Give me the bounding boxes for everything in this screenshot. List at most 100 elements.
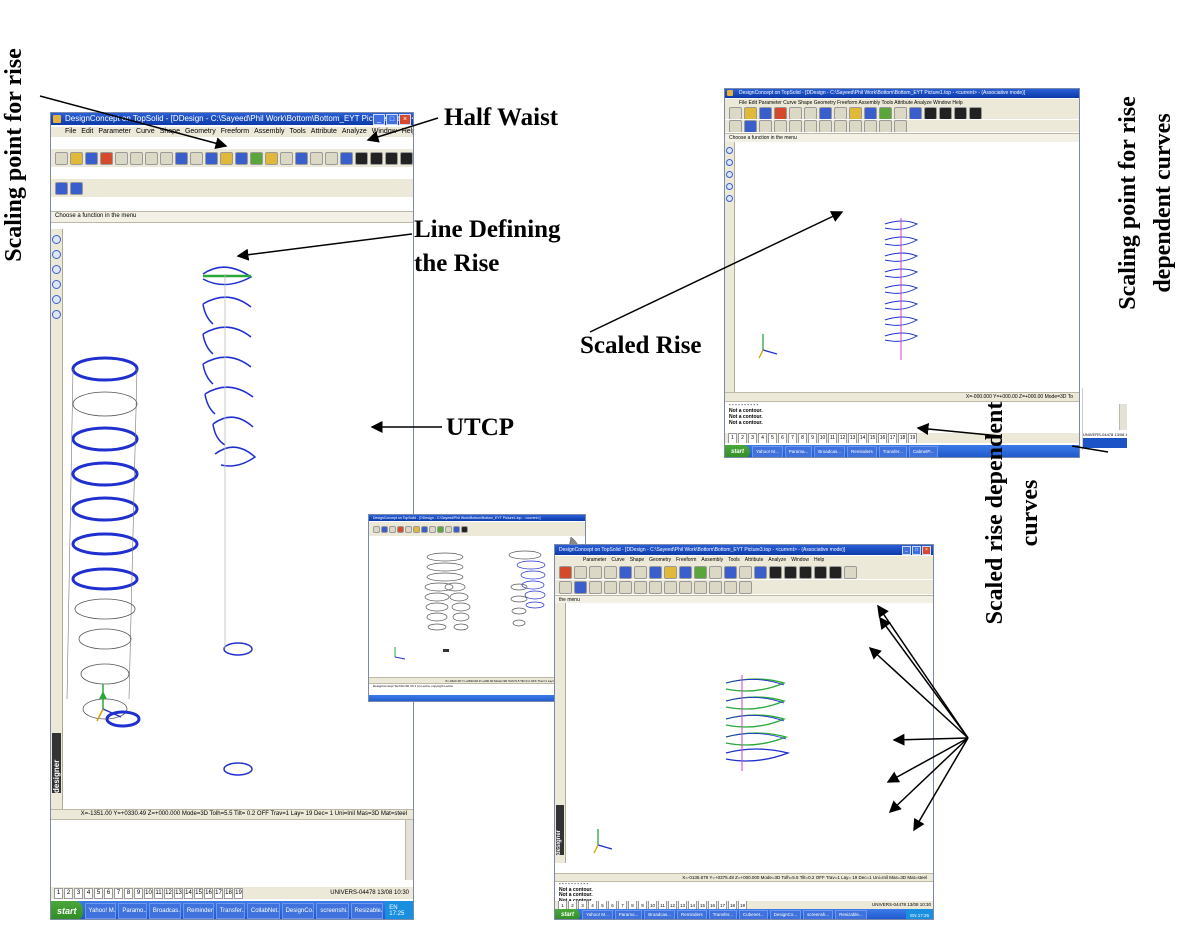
tool-icon[interactable] xyxy=(619,580,632,594)
tool-icon[interactable] xyxy=(894,120,907,132)
shade-icon[interactable] xyxy=(679,565,692,579)
tool-icon[interactable] xyxy=(429,525,436,533)
taskbar-item[interactable]: Yahoo! M... xyxy=(752,446,783,457)
layer-button[interactable]: 18 xyxy=(224,887,233,899)
render-icon[interactable] xyxy=(664,565,677,579)
layer-button[interactable]: 17 xyxy=(214,887,223,899)
layer-button[interactable]: 11 xyxy=(154,887,163,899)
main-message-scrollbar[interactable] xyxy=(405,820,413,880)
color-swatch-icon[interactable] xyxy=(969,107,982,119)
menu-item[interactable]: Assembly xyxy=(254,128,285,135)
binoculars-icon[interactable] xyxy=(355,151,368,165)
layer-button[interactable]: 1 xyxy=(54,887,63,899)
main-title-bar[interactable]: DesignConcept on TopSolid - [DDesign - C… xyxy=(51,113,413,125)
tool-icon[interactable] xyxy=(774,107,787,119)
cursor-icon[interactable] xyxy=(145,151,158,165)
paint-icon[interactable] xyxy=(265,151,278,165)
menu-item[interactable]: File xyxy=(65,128,77,135)
menu-item[interactable]: Attribute xyxy=(310,128,337,135)
frame-icon[interactable] xyxy=(340,151,353,165)
measure-icon[interactable] xyxy=(190,151,203,165)
layer-button[interactable]: 3 xyxy=(74,887,83,899)
tool-icon[interactable] xyxy=(744,120,757,132)
tool-icon[interactable] xyxy=(879,120,892,132)
menu-item[interactable]: Edit xyxy=(81,128,94,135)
line-style-icon[interactable] xyxy=(844,565,857,579)
snap-icon[interactable] xyxy=(325,151,338,165)
tool-icon[interactable] xyxy=(729,107,742,119)
taskbar-item[interactable]: Yahoo! M... xyxy=(84,903,117,919)
taskbar-item[interactable]: Broadcas... xyxy=(814,446,845,457)
taskbar-item[interactable]: screenshi... xyxy=(316,903,349,919)
tool-icon[interactable] xyxy=(694,580,707,594)
menu-item[interactable]: Analyze xyxy=(341,128,367,135)
tool-icon[interactable] xyxy=(739,580,752,594)
side-tool-icon[interactable] xyxy=(726,183,733,190)
delete-icon[interactable] xyxy=(100,151,113,165)
layer-button[interactable]: 15 xyxy=(194,887,203,899)
maximize-button[interactable]: □ xyxy=(386,114,398,125)
layer-button[interactable]: 7 xyxy=(788,433,797,443)
menu-item[interactable]: Shape xyxy=(159,128,180,135)
side-tool-icon[interactable] xyxy=(52,280,61,289)
layer-button[interactable]: 14 xyxy=(184,887,193,899)
tool-icon[interactable] xyxy=(445,525,452,533)
binoculars-icon[interactable] xyxy=(814,565,827,579)
layer-button[interactable]: 3 xyxy=(748,433,757,443)
undo-icon[interactable] xyxy=(574,565,587,579)
tool-icon[interactable] xyxy=(879,107,892,119)
circle-tool-icon[interactable] xyxy=(55,181,68,195)
tool-icon[interactable] xyxy=(804,107,817,119)
layer-button[interactable]: 14 xyxy=(858,433,867,443)
side-tool-icon[interactable] xyxy=(52,250,61,259)
menu-item[interactable]: Parameter xyxy=(98,128,132,135)
layer-button[interactable]: 8 xyxy=(798,433,807,443)
layer-button[interactable]: 3 xyxy=(578,901,587,909)
tool-icon[interactable] xyxy=(819,107,832,119)
topright-title-bar[interactable]: DesignConcept on TopSolid - [DDesign - C… xyxy=(725,89,1079,98)
taskbar-item[interactable]: Paramo... xyxy=(118,903,147,919)
taskbar-item[interactable]: Reminders xyxy=(676,909,707,919)
layer-button[interactable]: 15 xyxy=(868,433,877,443)
layer-button[interactable]: 12 xyxy=(668,901,677,909)
menu-item[interactable]: Window xyxy=(371,128,397,135)
tool-icon[interactable] xyxy=(759,120,772,132)
layer-button[interactable]: 5 xyxy=(768,433,777,443)
layer-button[interactable]: 9 xyxy=(134,887,143,899)
orbit-icon[interactable] xyxy=(724,565,737,579)
fragment-scrollbar[interactable] xyxy=(1119,404,1127,430)
select-icon[interactable] xyxy=(604,565,617,579)
tool-icon[interactable] xyxy=(709,565,722,579)
layer-button[interactable]: 19 xyxy=(234,887,243,899)
taskbar-item[interactable]: DesignCo... xyxy=(769,909,802,919)
tool-icon[interactable] xyxy=(804,120,817,132)
taskbar-item[interactable]: Transfer... xyxy=(215,903,245,919)
tool-icon[interactable] xyxy=(729,120,742,132)
tool-icon[interactable] xyxy=(413,525,420,533)
layer-button[interactable]: 4 xyxy=(84,887,93,899)
side-tool-icon[interactable] xyxy=(52,235,61,244)
layer-button[interactable]: 18 xyxy=(898,433,907,443)
delete-icon[interactable] xyxy=(559,565,572,579)
tool-icon[interactable] xyxy=(397,525,404,533)
tool-icon[interactable] xyxy=(894,107,907,119)
topright-viewport[interactable] xyxy=(735,142,1079,392)
side-tool-icon[interactable] xyxy=(726,147,733,154)
layer-button[interactable]: 11 xyxy=(658,901,667,909)
redo-icon[interactable] xyxy=(130,151,143,165)
menu-item[interactable]: Tools xyxy=(289,128,306,135)
layer-button[interactable]: 15 xyxy=(698,901,707,909)
tool-icon[interactable] xyxy=(834,120,847,132)
layer-button[interactable]: 7 xyxy=(114,887,123,899)
binoculars-icon[interactable] xyxy=(400,151,413,165)
zoom-icon[interactable] xyxy=(205,151,218,165)
start-button[interactable]: start xyxy=(555,909,581,919)
taskbar-item[interactable]: Yahoo! M... xyxy=(582,909,613,919)
taskbar-item[interactable]: Parama... xyxy=(784,446,813,457)
grid-icon[interactable] xyxy=(310,151,323,165)
tool-icon[interactable] xyxy=(405,525,412,533)
menu-item[interactable]: Parameter xyxy=(583,557,607,563)
layer-button[interactable]: 10 xyxy=(144,887,153,899)
taskbar-item[interactable]: Paramo... xyxy=(614,909,643,919)
tool-icon[interactable] xyxy=(789,120,802,132)
